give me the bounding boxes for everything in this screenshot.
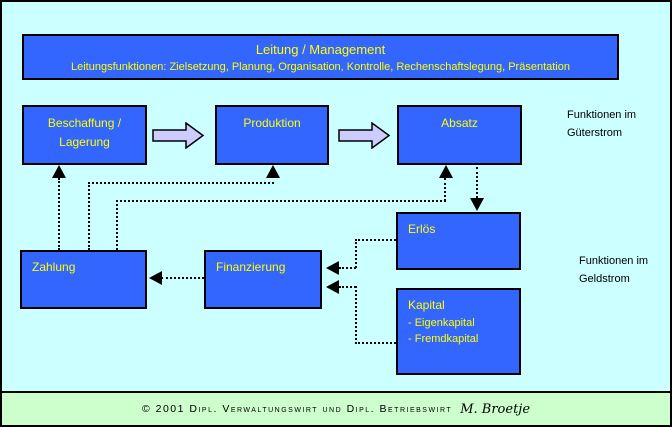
arrowhead-up-icon (439, 165, 453, 178)
dotted-line-erloes-finanzierung-h1 (355, 239, 396, 241)
arrowhead-left-icon (326, 280, 339, 294)
dotted-line-kapital-finanzierung-h1 (355, 342, 396, 344)
box-beschaffung-lagerung: Beschaffung / Lagerung (22, 105, 147, 165)
box-erloes: Erlös (396, 212, 521, 270)
dotted-line-kapital-finanzierung-v (355, 286, 357, 344)
box-label: Erlös (408, 222, 436, 236)
arrowhead-left-icon (326, 261, 339, 275)
box-label: Finanzierung (216, 260, 286, 274)
dotted-line-absatz-erloes (476, 167, 478, 198)
label-line: Funktionen im (579, 255, 649, 267)
management-subtitle: Leitungsfunktionen: Zielsetzung, Planung… (71, 61, 570, 73)
dotted-line-zahlung-absatz-v (116, 200, 118, 250)
dotted-line-zahlung-absatz-h (116, 200, 446, 202)
dotted-line-finanzierung-zahlung (161, 277, 204, 279)
box-kapital: Kapital - Eigenkapital - Fremdkapital (396, 288, 521, 375)
dotted-line-zahlung-produktion-v (88, 182, 90, 250)
box-label: Produktion (243, 116, 301, 130)
box-label: Zahlung (32, 260, 76, 274)
flow-arrow-icon (152, 122, 205, 149)
box-label: Lagerung (59, 135, 110, 149)
box-produktion: Produktion (215, 105, 329, 165)
dotted-line-kapital-finanzierung-h2 (339, 286, 356, 288)
label-line: Güterstrom (567, 127, 623, 139)
footer-bar: © 2001 Dipl. Verwaltungswirt und Dipl. B… (2, 391, 670, 425)
arrowhead-up-icon (52, 165, 66, 178)
label-line: Geldstrom (579, 273, 630, 285)
kapital-item: - Eigenkapital (408, 317, 475, 329)
dotted-line-erloes-finanzierung-h2 (339, 267, 356, 269)
box-zahlung: Zahlung (20, 250, 147, 309)
dotted-line-erloes-finanzierung-v (355, 239, 357, 268)
signature-text: M. Broetje (460, 401, 531, 417)
box-label: Kapital (408, 298, 445, 312)
arrowhead-down-icon (470, 198, 484, 211)
dotted-line-zahlung-produktion-h (88, 182, 274, 184)
copyright-text: © 2001 Dipl. Verwaltungswirt und Dipl. B… (141, 403, 453, 415)
dotted-line-zahlung-absatz-stub (444, 178, 446, 201)
label-line: Funktionen im (567, 109, 637, 121)
dotted-line-zahlung-beschaffung (58, 178, 60, 250)
management-title: Leitung / Management (255, 42, 386, 57)
box-label: Absatz (441, 116, 478, 130)
arrowhead-up-icon (266, 165, 280, 178)
box-label: Beschaffung / (47, 116, 122, 130)
label-geldstrom: Funktionen im Geldstrom (579, 252, 648, 288)
box-leitung-management: Leitung / Management Leitungsfunktionen:… (22, 34, 619, 80)
kapital-item: - Fremdkapital (408, 333, 479, 345)
arrowhead-left-icon (149, 271, 162, 285)
box-finanzierung: Finanzierung (204, 250, 322, 309)
label-gueterstrom: Funktionen im Güterstrom (567, 106, 636, 142)
box-absatz: Absatz (397, 105, 522, 165)
flow-arrow-icon (338, 122, 391, 149)
